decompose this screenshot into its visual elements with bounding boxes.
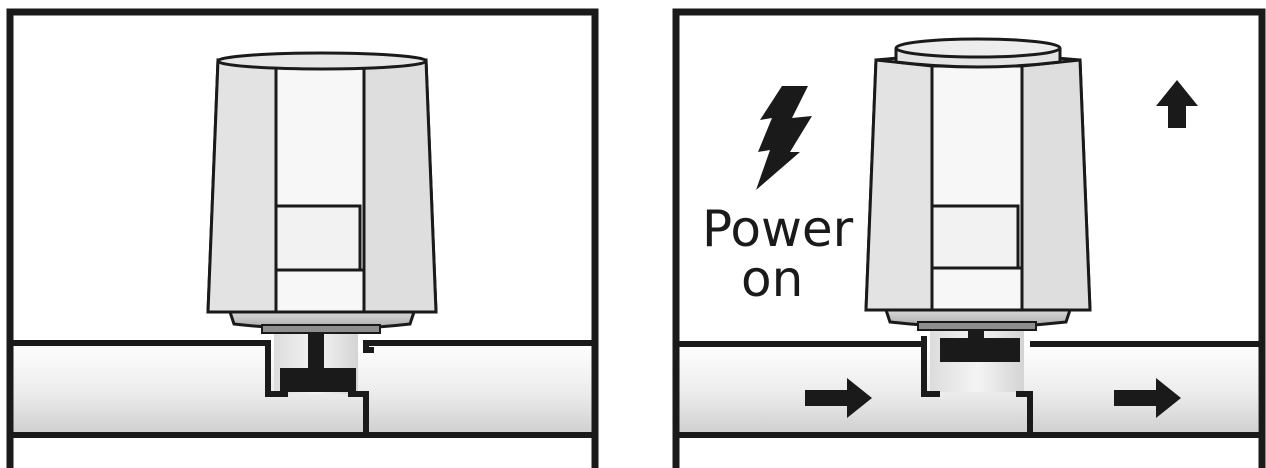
actuator-body: [206, 51, 438, 314]
panel-frame: [6, 8, 599, 468]
status-window: [930, 204, 1020, 270]
power-label-line2: on: [741, 250, 803, 308]
panel-frame: [672, 8, 1266, 468]
arrow-up-icon: [1156, 80, 1198, 128]
valve-plug: [940, 338, 1020, 362]
arrow-right-icon: [805, 378, 872, 418]
valve-plug: [280, 368, 356, 392]
arrow-right-icon: [1114, 378, 1181, 418]
lightning-bolt-icon: [756, 86, 812, 190]
actuator-body: [864, 37, 1092, 312]
actuator-cap-raised: [894, 37, 1062, 69]
left-panel: [6, 8, 599, 468]
power-label-line1: Power: [702, 200, 854, 258]
right-panel: Power on: [672, 8, 1266, 468]
status-window: [274, 204, 362, 272]
valve-stem: [308, 330, 324, 370]
actuator-cap: [216, 51, 428, 71]
